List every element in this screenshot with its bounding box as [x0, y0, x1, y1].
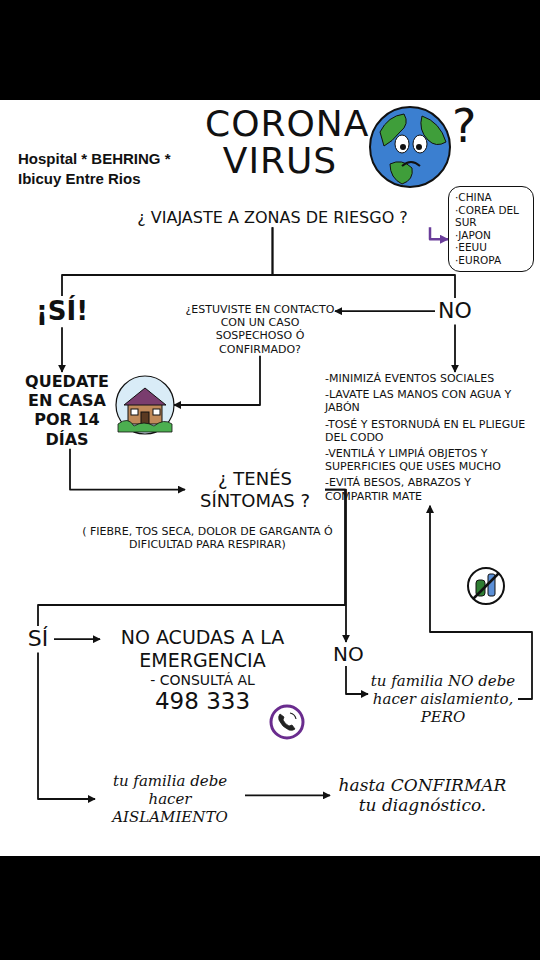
node-text: ·EUROPA — [455, 254, 527, 267]
answer-text: NO — [333, 642, 359, 666]
node-text: -EVITÁ BESOS, ABRAZOS Y COMPARTIR MATE — [325, 476, 530, 502]
globe-illustration — [366, 102, 456, 192]
flow-arrow — [245, 795, 330, 797]
answer-text: NO — [435, 298, 475, 324]
node-text: ·EEUU — [455, 241, 527, 254]
phone-icon — [268, 703, 306, 741]
question-text: ¿ESTUVISTE EN CONTACTO CON UN CASO SOSPE… — [185, 303, 335, 356]
note-text: hasta CONFIRMAR tu diagnóstico. — [330, 775, 515, 816]
question-text: ¿ TENÉS SÍNTOMAS ? — [185, 468, 325, 511]
node-text: ·COREA DEL SUR — [455, 204, 527, 229]
flow-arrow — [454, 324, 456, 372]
title-text: CORONA VIRUS — [205, 106, 355, 179]
question-text: ¿ VIAJASTE A ZONAS DE RIESGO ? — [100, 208, 445, 227]
flow-arrow — [430, 506, 532, 699]
node-text: hasta CONFIRMAR tu diagnóstico. — [330, 775, 515, 816]
node-text: ¡SÍ! — [36, 296, 88, 327]
house-illustration — [114, 374, 176, 436]
node-text: ·CHINA — [455, 191, 527, 204]
answer-text: SÍ — [22, 626, 54, 652]
node-text: NO ACUDAS A LA EMERGENCIA — [100, 626, 305, 672]
node-text: 498 333 — [100, 688, 305, 716]
note-text: tu familia debe hacer AISLAMIENTO — [95, 772, 245, 826]
black-bar — [0, 0, 540, 100]
instruction-text: QUEDATE EN CASA POR 14 DÍAS — [20, 372, 174, 449]
flow-arrow — [54, 638, 100, 640]
flow-arrow — [335, 310, 435, 312]
flow-arrow — [38, 652, 95, 799]
node-text: -LAVATE LAS MANOS CON AGUA Y JABÓN — [325, 388, 530, 414]
flow-arrow — [61, 327, 63, 372]
node-text: ¿ VIAJASTE A ZONAS DE RIESGO ? — [100, 208, 445, 227]
node-text: SÍ — [22, 626, 54, 652]
flow-arrow — [174, 356, 260, 405]
flow-arrow — [346, 666, 368, 694]
instruction-text: NO ACUDAS A LA EMERGENCIA- CONSULTÁ AL49… — [100, 626, 305, 716]
flow-arrow — [70, 449, 185, 490]
no-mate-icon — [466, 566, 506, 606]
node-text: QUEDATE EN CASA POR 14 DÍAS — [20, 372, 114, 449]
flow-arrow — [62, 227, 273, 296]
node-text: NO — [333, 642, 359, 666]
node-text: -TOSÉ Y ESTORNUDÁ EN EL PLIEGUE DEL CODO — [325, 418, 530, 444]
node-text: tu familia debe hacer AISLAMIENTO — [95, 772, 245, 826]
flow-arrow — [430, 227, 448, 239]
flow-arrow — [273, 227, 456, 298]
answer-text: ¡SÍ! — [36, 296, 88, 327]
node-text: ¿ESTUVISTE EN CONTACTO CON UN CASO SOSPE… — [185, 303, 335, 356]
advice-list: -MINIMIZÁ EVENTOS SOCIALES -LAVATE LAS MA… — [325, 372, 530, 506]
symptom-note: ( FIEBRE, TOS SECA, DOLOR DE GARGANTA Ó … — [80, 526, 335, 551]
question-mark: ? — [452, 100, 492, 153]
black-bar — [0, 856, 540, 960]
node-text: NO — [435, 298, 475, 324]
flow-arrow — [325, 490, 346, 642]
hospital-name: Hospital * BEHRING * — [18, 150, 208, 167]
node-text: ·JAPON — [455, 229, 527, 242]
hospital-place: Ibicuy Entre Rios — [18, 170, 208, 187]
note-text: tu familia NO debe hacer aislamiento, PE… — [368, 672, 518, 726]
node-text: ¿ TENÉS SÍNTOMAS ? — [185, 468, 325, 511]
country-bubble: ·CHINA·COREA DEL SUR·JAPON·EEUU·EUROPA — [448, 186, 534, 272]
node-text: tu familia NO debe hacer aislamiento, PE… — [368, 672, 518, 726]
node-text: -VENTILÁ Y LIMPIÁ OBJETOS Y SUPERFICIES … — [325, 447, 530, 473]
node-text: - CONSULTÁ AL — [100, 672, 305, 689]
node-text: -MINIMIZÁ EVENTOS SOCIALES — [325, 372, 530, 385]
